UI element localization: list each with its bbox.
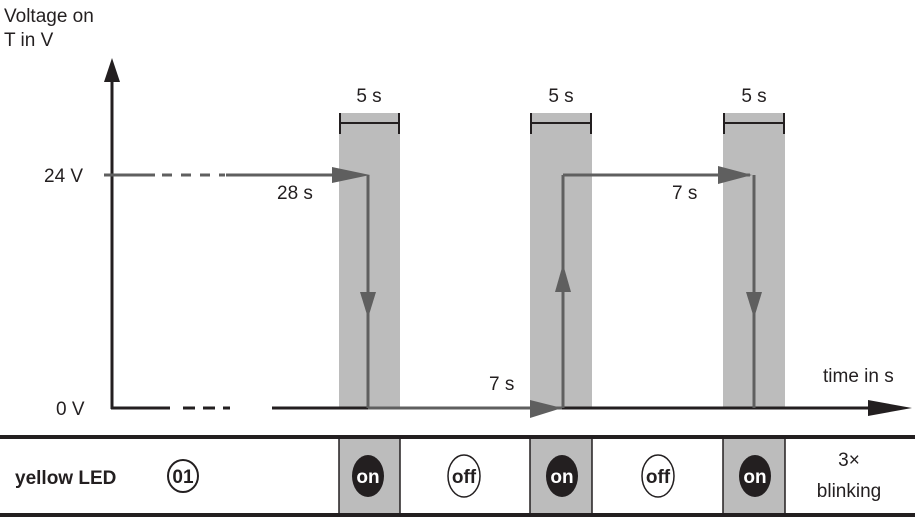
y-axis-label-1: Voltage on [4, 6, 94, 27]
led-badge-circle [167, 459, 199, 493]
led-badge: 01 [172, 467, 194, 488]
bracket-2 [530, 113, 592, 134]
bracket-1 [339, 113, 400, 134]
led-state-1: on [352, 455, 384, 497]
led-state-label: off [452, 467, 477, 488]
led-state-3: on [546, 455, 578, 497]
x-axis-label: time in s [823, 366, 894, 387]
pulse-duration-2: 5 s [548, 86, 573, 107]
final-state-text: blinking [817, 481, 881, 502]
led-state-4: off [641, 454, 675, 498]
led-label: yellow LED [15, 468, 116, 489]
pulse-duration-1: 5 s [356, 86, 381, 107]
y-axis-label-2: T in V [4, 30, 54, 51]
tick-label-0v: 0 V [56, 399, 85, 420]
pulse-duration-3: 5 s [741, 86, 766, 107]
wait-label-7s-low: 7 s [489, 374, 514, 395]
pulse-band-2 [530, 113, 592, 408]
y-axis [104, 58, 120, 409]
wait-label-7s-high: 7 s [672, 183, 697, 204]
led-state-label: on [356, 467, 379, 488]
led-state-label: off [646, 467, 671, 488]
wait-label-28s: 28 s [277, 183, 313, 204]
led-state-5: on [739, 455, 771, 497]
led-state-label: on [550, 467, 573, 488]
final-state-count: 3× [838, 450, 860, 471]
bracket-3 [723, 113, 785, 134]
tick-label-24v: 24 V [44, 166, 83, 187]
led-state-label: on [743, 467, 766, 488]
table-dividers [338, 437, 786, 515]
signal-trace [104, 166, 762, 418]
led-state-2: off [447, 454, 481, 498]
